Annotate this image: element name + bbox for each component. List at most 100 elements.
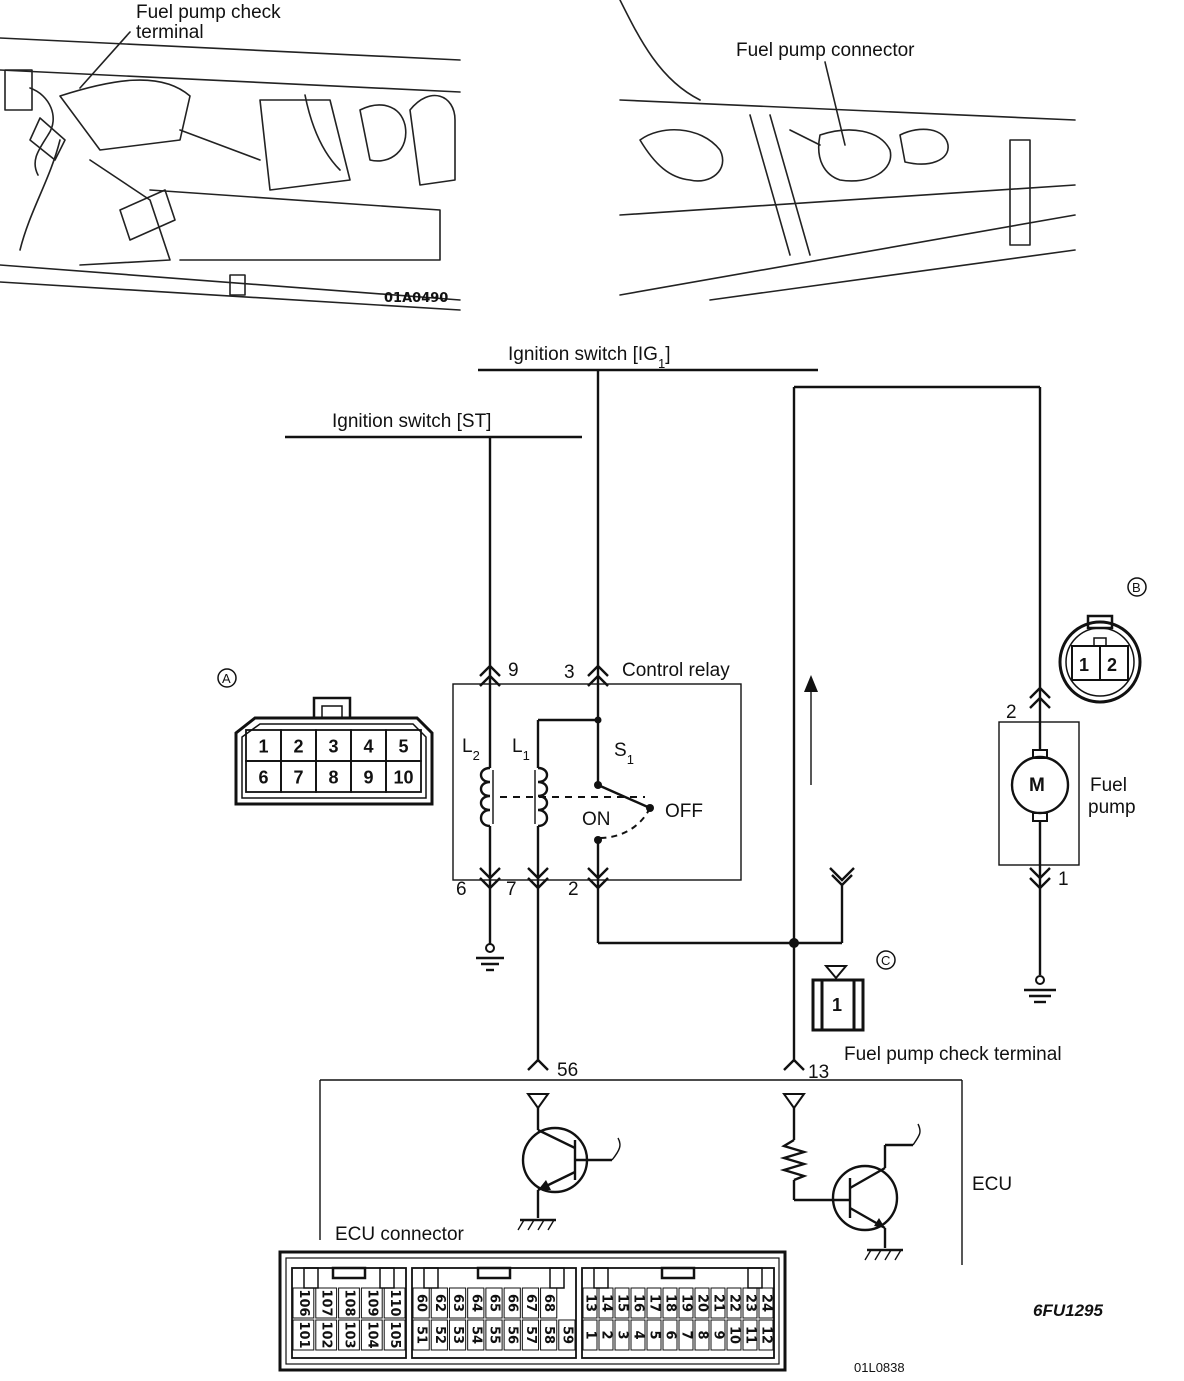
ecu-connector-cell	[338, 1319, 360, 1351]
ecu-connector-block	[411, 1267, 577, 1359]
ecu-connector-cell	[360, 1287, 383, 1319]
ecu-connector-key	[660, 1266, 696, 1280]
ecu-connector-pin: 59	[559, 1326, 574, 1344]
ecu-connector-notch	[423, 1267, 439, 1289]
ecu-connector-pin: 57	[523, 1326, 538, 1344]
switch-s1	[594, 716, 654, 844]
ecu-connector-pin: 23	[743, 1294, 758, 1312]
connector-b-pin-1: 1	[1079, 655, 1089, 675]
ground-symbol-pump	[1024, 975, 1056, 1004]
ecu-connector-cell	[678, 1319, 694, 1351]
ecu-connector-pin: 11	[743, 1326, 758, 1344]
ecu-connector-pin: 55	[487, 1326, 502, 1344]
ecu-connector-cell	[582, 1319, 598, 1351]
ecu-connector-pin: 67	[523, 1294, 538, 1312]
ecu-connector-cell	[614, 1319, 630, 1351]
ecu-connector-pin: 9	[711, 1330, 726, 1339]
connector-a-pin: 4	[363, 737, 373, 757]
ecu-connector-pin: 1	[583, 1330, 598, 1339]
ecu-connector-key	[476, 1266, 512, 1280]
ecu-connector-pin: 17	[647, 1294, 662, 1312]
ecu-connector-cell	[485, 1319, 503, 1351]
ecu-connector-pin: 19	[679, 1294, 694, 1312]
ecu-connector-cell	[710, 1319, 726, 1351]
ecu-connector-cell	[598, 1287, 614, 1319]
ecu-connector-pin: 51	[414, 1326, 429, 1344]
ecu-connector-cell	[383, 1319, 406, 1351]
ecu-block: 56 13 ECU	[319, 1058, 1012, 1265]
relay-pin-7: 7	[506, 879, 517, 900]
coil-l1	[534, 766, 549, 828]
fuel-pump-connector-callout: Fuel pump connector	[736, 40, 915, 61]
ecu-connector-pin: 101	[296, 1321, 311, 1348]
ecu-connector-pin: 10	[727, 1326, 742, 1344]
connector-a-pin: 9	[363, 768, 373, 788]
ecu-connector-pin: 109	[364, 1289, 379, 1316]
ecu-connector-cell	[662, 1319, 678, 1351]
relay-pin-2: 2	[568, 879, 579, 900]
ecu-connector-cell	[485, 1287, 503, 1319]
ecu-connector-pin: 8	[695, 1330, 710, 1339]
ecu-connector-notch	[549, 1267, 565, 1289]
ecu-connector-key	[331, 1266, 367, 1280]
st-label: Ignition switch [ST]	[332, 411, 491, 432]
junction-dot	[789, 938, 799, 948]
ecu-connector-cell	[694, 1319, 710, 1351]
ecu-connector-cell	[662, 1287, 678, 1319]
ecu-connector-cell	[678, 1287, 694, 1319]
ecu-connector-pin: 54	[468, 1326, 483, 1344]
left-illustration-code: 01A0490	[384, 291, 448, 306]
connector-a-pin: 8	[328, 768, 338, 788]
ecu-connector-cell	[726, 1287, 742, 1319]
ecu-connector-pin: 5	[647, 1330, 662, 1339]
ecu-connector-pin: 65	[487, 1294, 502, 1312]
ecu-connector-cell	[726, 1319, 742, 1351]
connector-a-cell	[385, 760, 422, 793]
ecu-connector-cell	[448, 1287, 467, 1319]
ecu-connector-pin: 102	[319, 1321, 334, 1348]
ecu-connector-cell	[292, 1287, 315, 1319]
ecu-connector-pin: 22	[727, 1294, 742, 1312]
current-direction-arrow	[804, 675, 818, 785]
ecu-connector-pin: 53	[450, 1326, 465, 1344]
ecu-connector-notch	[303, 1267, 319, 1289]
ecu-connector-cell	[467, 1319, 485, 1351]
ecu-connector-cell	[292, 1319, 315, 1351]
connector-b: B 1 2	[1058, 577, 1147, 704]
ecu-connector-cell	[430, 1319, 448, 1351]
ecu-connector-pin: 63	[450, 1294, 465, 1312]
relay-pin-9: 9	[508, 660, 519, 681]
ecu-connector-cell	[630, 1287, 646, 1319]
ecu-connector-cell	[710, 1287, 726, 1319]
ecu-connector-block	[581, 1267, 775, 1359]
ecu-connector-cell	[360, 1319, 383, 1351]
fuel-pump-label-line2: pump	[1088, 797, 1136, 818]
ecu-connector-pin: 64	[468, 1294, 483, 1312]
ecu-pin-56: 56	[557, 1060, 578, 1081]
ecu-connector-cell	[742, 1287, 758, 1319]
ecu-connector-pin: 7	[679, 1330, 694, 1339]
ecu-connector-pin: 103	[342, 1321, 357, 1348]
ecu-connector-pin: 56	[505, 1326, 520, 1344]
ground-symbol-relay	[476, 943, 504, 972]
connector-a-pin: 5	[398, 737, 408, 757]
ecu-connector-cell	[315, 1287, 338, 1319]
ecu-connector-cell	[383, 1287, 406, 1319]
ecu-connector-cell	[558, 1319, 576, 1351]
ecu-connector-cell	[467, 1287, 485, 1319]
ecu-connector-pin: 15	[615, 1294, 630, 1312]
control-relay-label: Control relay	[622, 660, 730, 681]
ecu-connector-pin: 20	[695, 1294, 710, 1312]
ecu-connector-cell	[315, 1319, 338, 1351]
switch-off-label: OFF	[665, 801, 703, 822]
diagram-code: 6FU1295	[1033, 1301, 1103, 1320]
coil-l1-label: L1	[512, 736, 530, 763]
ecu-connector-pin: 18	[663, 1294, 678, 1312]
ecu-connector-pin: 62	[432, 1294, 447, 1312]
ecu-connector-notch	[593, 1267, 609, 1289]
ecu-connector-pin: 24	[759, 1294, 774, 1312]
ecu-connector-pin: 58	[541, 1326, 556, 1344]
drawing-code: 01L0838	[854, 1360, 905, 1375]
